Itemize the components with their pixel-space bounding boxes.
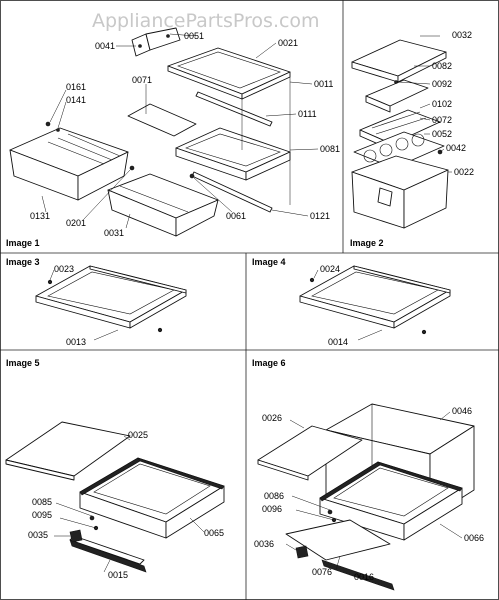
panel-image-1: 0041 0051 0021 0011 0071 0111 0161 0141 …	[6, 27, 340, 248]
lid-0032	[351, 39, 447, 83]
glass-shelf-0013	[35, 265, 187, 329]
label-0201: 0201	[66, 218, 86, 228]
fan-assembly-0102	[359, 109, 441, 151]
crisper-frame-0065	[79, 457, 225, 539]
label-0085: 0085	[32, 497, 52, 507]
caption-image-6: Image 6	[252, 358, 286, 368]
label-0023: 0023	[54, 264, 74, 274]
rail-0121	[191, 171, 273, 213]
drawer-0031	[107, 173, 219, 237]
screw-0201	[129, 165, 135, 171]
screw-0161	[45, 121, 51, 127]
slide-rail-0016	[321, 559, 395, 591]
caption-image-4: Image 4	[252, 257, 286, 267]
watermark: AppliancePartsPros.com	[92, 10, 320, 32]
label-0024: 0024	[320, 264, 340, 274]
label-0061: 0061	[226, 211, 246, 221]
label-0046: 0046	[452, 406, 472, 416]
rail-0111	[195, 91, 273, 127]
label-0014: 0014	[328, 337, 348, 347]
crisper-frame-0066	[319, 461, 463, 541]
label-0086: 0086	[264, 491, 284, 501]
panel-0076	[285, 519, 391, 561]
label-0051: 0051	[184, 31, 204, 41]
label-0021: 0021	[278, 38, 298, 48]
label-0102: 0102	[432, 99, 452, 109]
screw-0092	[394, 80, 398, 84]
screw-0014-side	[421, 329, 427, 335]
label-0025: 0025	[128, 430, 148, 440]
label-0161: 0161	[66, 82, 86, 92]
glass-shelf-0014	[299, 265, 451, 329]
label-0032: 0032	[452, 30, 472, 40]
label-0031: 0031	[104, 228, 124, 238]
bin-0022	[351, 155, 449, 229]
panel-image-4: 0024 0014 Image 4	[252, 257, 451, 347]
panel-image-5: 0025 0085 0095 0035 0065 0015 Image 5	[5, 358, 225, 580]
label-0121: 0121	[310, 211, 330, 221]
label-0095: 0095	[32, 510, 52, 520]
screw-0024	[309, 277, 315, 283]
label-0052: 0052	[432, 129, 452, 139]
label-0065: 0065	[204, 528, 224, 538]
wheel-0036	[295, 545, 309, 559]
glass-shelf-0021	[167, 47, 291, 100]
label-0016: 0016	[354, 572, 374, 582]
label-0042: 0042	[446, 143, 466, 153]
drawer-0131	[9, 127, 129, 201]
panel-image-3: 0023 0013 Image 3	[6, 257, 187, 347]
label-0066: 0066	[464, 533, 484, 543]
divider-0071	[127, 103, 197, 137]
cover-0026	[257, 425, 363, 481]
panel-image-2: 0032 0082 0092 0102 0072 0052 0042 0022 …	[350, 30, 474, 248]
caption-image-3: Image 3	[6, 257, 40, 267]
label-0096: 0096	[262, 504, 282, 514]
label-0015: 0015	[108, 570, 128, 580]
label-0082: 0082	[432, 61, 452, 71]
screw-0086	[327, 509, 333, 515]
label-0011: 0011	[314, 79, 333, 89]
label-0036: 0036	[254, 539, 274, 549]
label-0081: 0081	[320, 144, 340, 154]
label-0041: 0041	[95, 41, 115, 51]
screw-0141	[56, 128, 60, 132]
label-0111: 0111	[298, 109, 317, 119]
caption-image-5: Image 5	[6, 358, 40, 368]
screw-0061	[189, 173, 195, 179]
slide-rail-0015	[69, 535, 147, 573]
screw-0013-side	[157, 327, 163, 333]
label-0092: 0092	[432, 79, 452, 89]
crisper-cover-0081	[175, 127, 291, 181]
label-0141: 0141	[66, 95, 86, 105]
label-0076: 0076	[312, 567, 332, 577]
module-0082-front	[365, 95, 391, 113]
screw-0085	[89, 515, 95, 521]
cover-0025	[5, 421, 131, 481]
label-0131: 0131	[30, 211, 50, 221]
wheel-0035	[69, 529, 83, 543]
label-0013: 0013	[66, 337, 86, 347]
screw-0023	[47, 279, 53, 285]
caption-image-1: Image 1	[6, 238, 40, 248]
shelf-bracket-0041	[131, 27, 181, 57]
label-0072: 0072	[432, 115, 452, 125]
panel-image-6: 0026 0046 0086 0096 0036 0066 0076 0016 …	[252, 358, 484, 591]
label-0026: 0026	[262, 413, 282, 423]
caption-image-2: Image 2	[350, 238, 384, 248]
label-0035: 0035	[28, 530, 48, 540]
label-0071: 0071	[132, 75, 152, 85]
label-0022: 0022	[454, 167, 474, 177]
